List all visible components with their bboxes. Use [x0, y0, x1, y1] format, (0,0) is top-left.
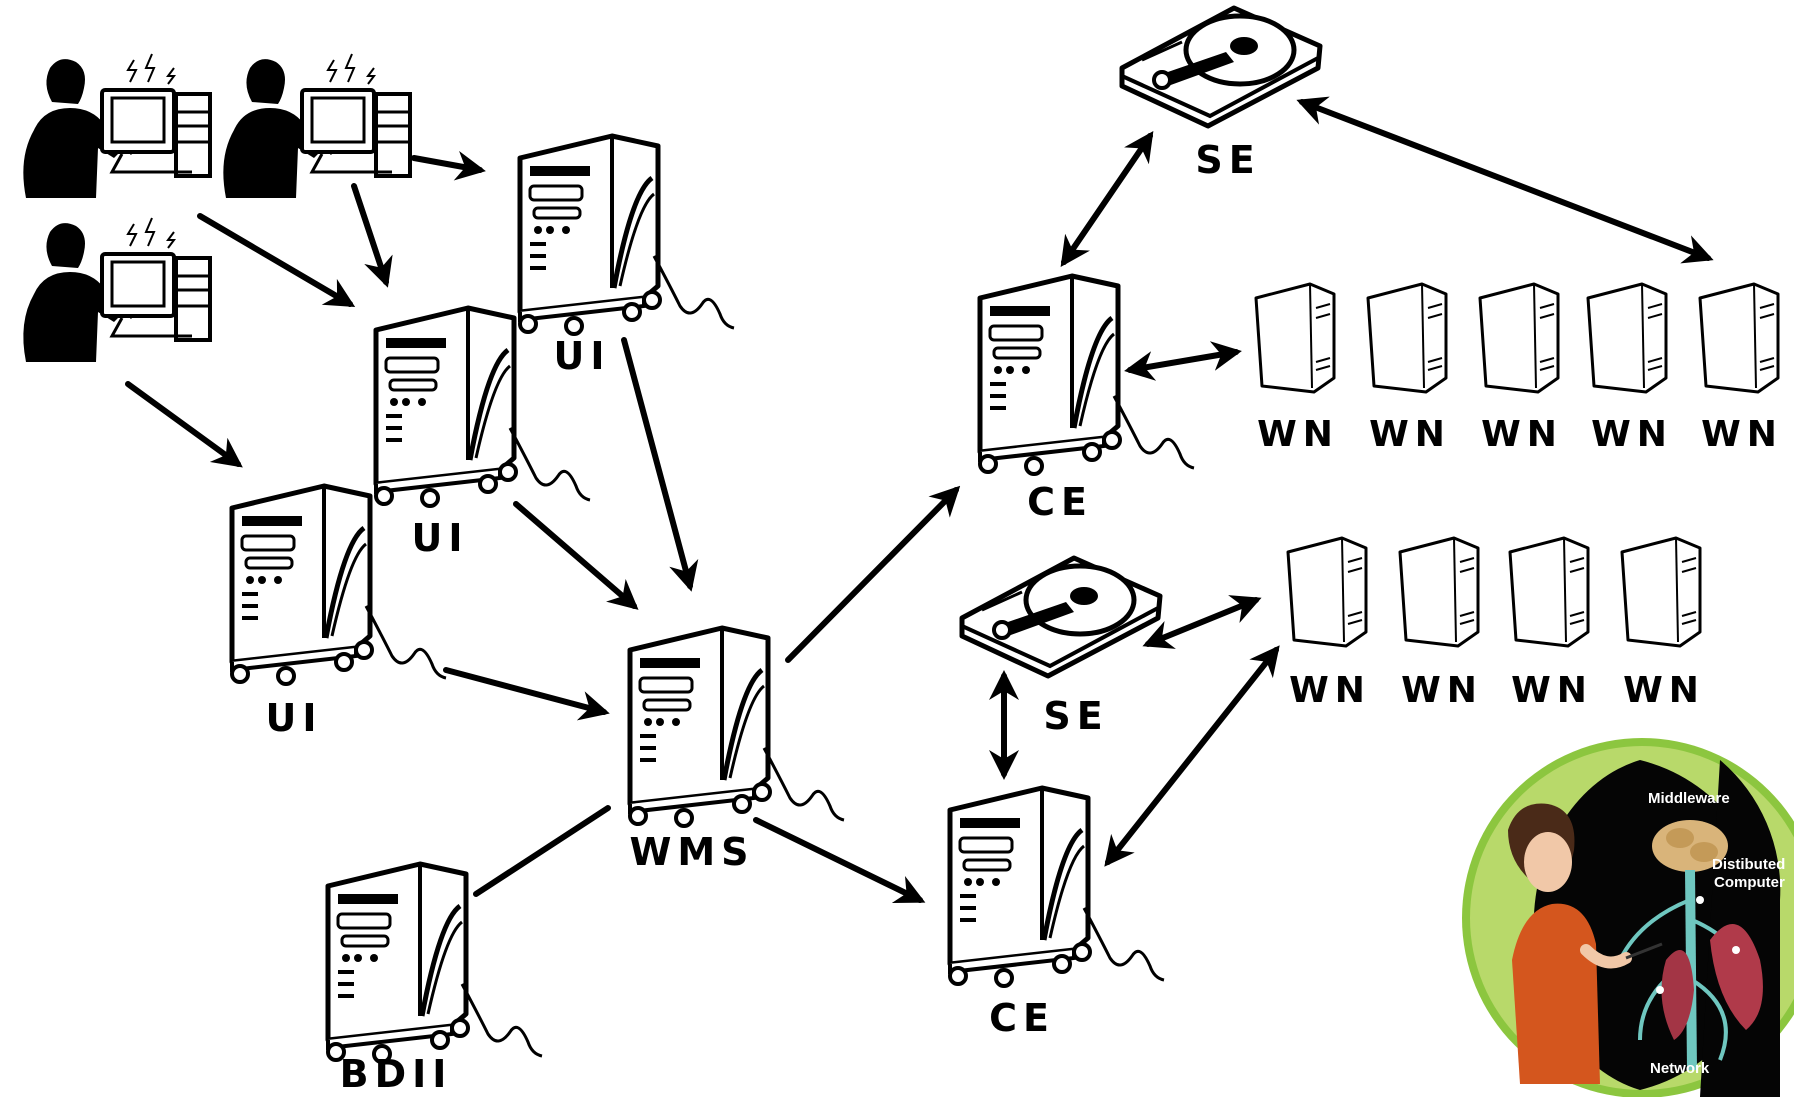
- arrow-ui-low-to-wms: [446, 670, 604, 712]
- worker-node-icon: [1256, 284, 1334, 392]
- wn-label: WN: [1481, 414, 1563, 455]
- middleware-illustration: [1462, 738, 1794, 1097]
- se-top-label: SE: [1195, 138, 1260, 182]
- arrow-user3-to-ui-low: [128, 384, 238, 464]
- ce-top-label: CE: [1027, 480, 1093, 524]
- bdii-label: BDII: [340, 1052, 453, 1096]
- worker-node-icon: [1622, 538, 1700, 646]
- se-mid-disk-icon: [962, 558, 1160, 676]
- arrow-wms-to-ce-bottom: [756, 820, 920, 900]
- user-at-computer-icon: [223, 54, 410, 198]
- ce-bottom-label: CE: [989, 996, 1055, 1040]
- ui-top-server-icon: [520, 136, 734, 334]
- inset-computer-label: Computer: [1714, 874, 1785, 891]
- arrow-ce-bottom-wn-row2: [1108, 650, 1276, 862]
- ce-bottom-server-icon: [950, 788, 1164, 986]
- arrow-user2-to-ui-top: [414, 158, 480, 170]
- worker-node-icon: [1510, 538, 1588, 646]
- worker-node-icon: [1288, 538, 1366, 646]
- wn-label: WN: [1257, 414, 1339, 455]
- arrow-se-top-wn: [1302, 102, 1708, 258]
- ui-mid-label: UI: [412, 516, 469, 560]
- arrow-se-mid-wn-row2: [1148, 600, 1256, 644]
- inset-network-label: Network: [1650, 1060, 1709, 1077]
- arrow-se-top-ce-top: [1064, 136, 1150, 262]
- worker-node-icon: [1400, 538, 1478, 646]
- inset-distributed-label: Distibuted: [1712, 856, 1785, 873]
- wn-label: WN: [1591, 414, 1673, 455]
- ui-low-label: UI: [266, 696, 323, 740]
- arrow-ce-top-wn-row1: [1130, 352, 1236, 370]
- inset-middleware-label: Middleware: [1648, 790, 1730, 807]
- ui-top-label: UI: [554, 334, 611, 378]
- se-mid-label: SE: [1043, 694, 1108, 738]
- se-top-disk-icon: [1122, 8, 1320, 126]
- worker-node-icon: [1368, 284, 1446, 392]
- arrow-ui-top-to-wms: [624, 340, 690, 586]
- wn-label: WN: [1623, 670, 1705, 711]
- arrow-ui-mid-to-wms: [516, 504, 634, 606]
- wn-label: WN: [1369, 414, 1451, 455]
- wn-label: WN: [1289, 670, 1371, 711]
- arrow-wms-to-ce-top: [788, 490, 956, 660]
- arrow-user1-to-ui-mid: [200, 216, 350, 304]
- line-bdii-to-wms: [476, 808, 608, 894]
- wn-label: WN: [1511, 670, 1593, 711]
- worker-node-icon: [1588, 284, 1666, 392]
- worker-node-icon: [1700, 284, 1778, 392]
- worker-node-icon: [1480, 284, 1558, 392]
- wn-label: WN: [1401, 670, 1483, 711]
- user-at-computer-icon: [23, 54, 210, 198]
- arrow-user2-to-ui-mid: [354, 186, 386, 282]
- user-at-computer-icon: [23, 218, 210, 362]
- ce-top-server-icon: [980, 276, 1194, 474]
- bdii-server-icon: [328, 864, 542, 1062]
- wms-server-icon: [630, 628, 844, 826]
- wn-label: WN: [1701, 414, 1783, 455]
- wms-label: WMS: [629, 830, 754, 874]
